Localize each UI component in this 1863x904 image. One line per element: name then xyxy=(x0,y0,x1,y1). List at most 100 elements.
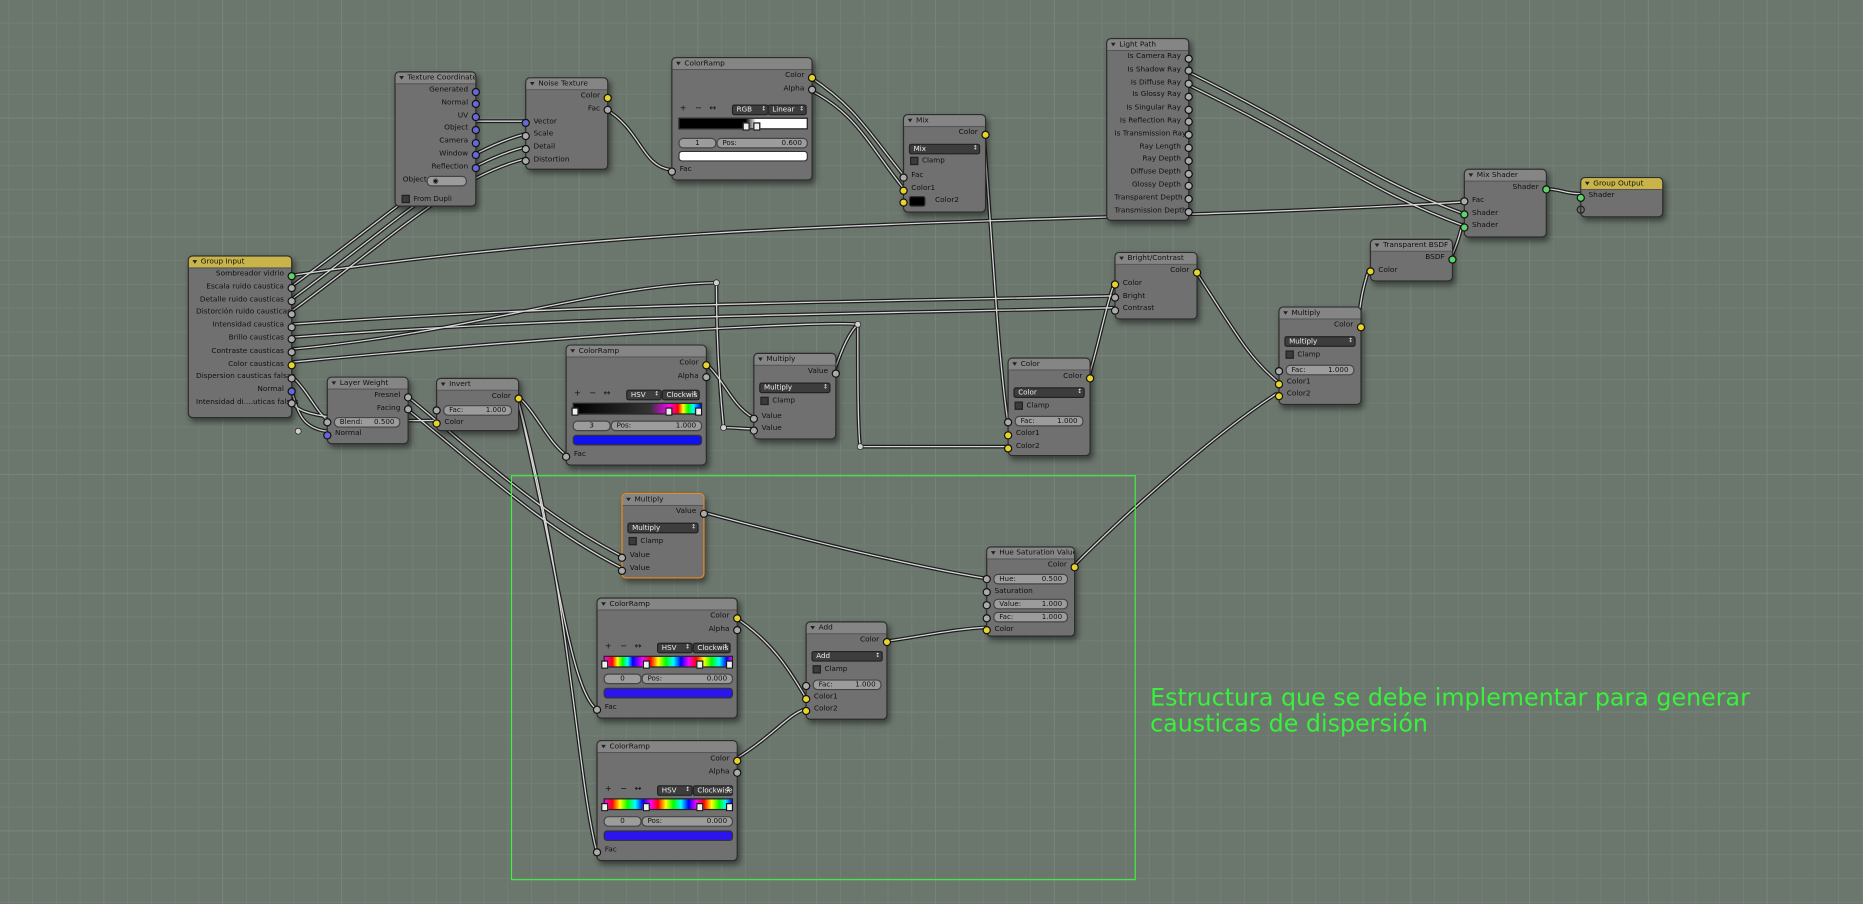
socket[interactable] xyxy=(1184,156,1193,165)
node-title[interactable]: ColorRamp xyxy=(597,598,737,611)
socket[interactable] xyxy=(403,392,413,401)
color-mode-dropdown[interactable]: HSV xyxy=(657,642,693,654)
colorramp-node-1[interactable]: ColorRamp Color Alpha + − ↔ RGB Linear 1… xyxy=(667,57,817,181)
socket[interactable] xyxy=(617,566,627,575)
texture-coordinate-node[interactable]: Texture Coordinate Generated Normal UV O… xyxy=(394,71,480,207)
socket[interactable] xyxy=(1356,322,1366,331)
add-stop-button[interactable]: + xyxy=(679,103,687,113)
node-title[interactable]: ColorRamp xyxy=(672,58,812,71)
socket[interactable] xyxy=(1460,210,1469,219)
socket[interactable] xyxy=(807,85,817,95)
color-mode-dropdown[interactable]: RGB xyxy=(731,104,769,116)
stop-color-swatch[interactable] xyxy=(603,830,734,842)
blend-field[interactable]: Blend:0.500 xyxy=(333,416,401,428)
remove-stop-button[interactable]: − xyxy=(589,388,597,398)
node-title[interactable]: Mix Shader xyxy=(1464,169,1546,182)
clamp-checkbox[interactable]: Clamp xyxy=(760,396,795,406)
interpolation-dropdown[interactable]: Clockwis xyxy=(661,389,700,401)
add-stop-button[interactable]: + xyxy=(604,641,612,651)
socket[interactable] xyxy=(323,431,332,440)
socket[interactable] xyxy=(561,451,571,461)
socket[interactable] xyxy=(287,348,296,357)
socket[interactable] xyxy=(521,131,530,141)
socket[interactable] xyxy=(1184,105,1193,114)
bright-contrast-node[interactable]: Bright/Contrast Color Color Bright Contr… xyxy=(1110,251,1202,320)
node-title[interactable]: Group Input xyxy=(188,256,292,269)
socket[interactable] xyxy=(1576,193,1585,202)
socket[interactable] xyxy=(702,373,711,382)
socket[interactable] xyxy=(801,694,811,703)
group-output-node[interactable]: Group Output Shader xyxy=(1576,176,1664,218)
node-title[interactable]: Bright/Contrast xyxy=(1115,253,1197,265)
socket[interactable] xyxy=(592,847,602,856)
socket[interactable] xyxy=(1274,379,1284,388)
node-title[interactable]: Invert xyxy=(437,378,519,391)
stop-index-field[interactable]: 1 xyxy=(678,137,717,149)
ramp-stop-marker[interactable] xyxy=(665,407,673,416)
socket[interactable] xyxy=(982,575,991,584)
socket[interactable] xyxy=(287,271,296,280)
hue-field[interactable]: Hue:0.500 xyxy=(993,573,1069,585)
socket[interactable] xyxy=(521,144,530,153)
node-title[interactable]: Mix xyxy=(904,115,985,128)
socket[interactable] xyxy=(287,309,296,319)
node-title[interactable]: ColorRamp xyxy=(597,741,737,754)
clamp-checkbox[interactable]: Clamp xyxy=(1014,401,1049,410)
socket[interactable] xyxy=(592,705,602,714)
socket[interactable] xyxy=(471,125,480,135)
node-title[interactable]: Add xyxy=(806,622,887,635)
node-title[interactable]: Multiply xyxy=(754,353,836,366)
multiply-math-node-1[interactable]: Multiply Value Multiply Clamp Value Valu… xyxy=(749,352,840,440)
socket[interactable] xyxy=(1003,417,1013,426)
socket[interactable] xyxy=(1184,118,1193,127)
blend-mode-dropdown[interactable]: Color xyxy=(1013,387,1085,398)
socket[interactable] xyxy=(1274,366,1284,375)
ramp-stop-marker[interactable] xyxy=(601,803,609,812)
socket[interactable] xyxy=(899,185,908,195)
stop-index-field[interactable]: 0 xyxy=(603,673,642,685)
socket[interactable] xyxy=(733,613,742,622)
ramp-stop-marker[interactable] xyxy=(601,660,609,669)
hue-saturation-value-node[interactable]: Hue Saturation Value Color Hue:0.500 Sat… xyxy=(982,546,1079,637)
value-field[interactable]: Value:1.000 xyxy=(993,599,1069,610)
node-title[interactable]: Group Output xyxy=(1581,178,1663,191)
flip-ramp-button[interactable]: ↔ xyxy=(634,641,642,651)
socket[interactable] xyxy=(1184,182,1193,191)
transparent-bsdf-node[interactable]: Transparent BSDF BSDF Color xyxy=(1366,238,1457,282)
ramp-stop-marker[interactable] xyxy=(742,122,750,131)
socket[interactable] xyxy=(982,613,991,623)
socket[interactable] xyxy=(702,360,711,369)
socket[interactable] xyxy=(1070,562,1079,571)
socket[interactable] xyxy=(1003,430,1013,439)
node-title[interactable]: Transparent BSDF xyxy=(1371,239,1452,252)
socket[interactable] xyxy=(1460,223,1469,232)
layer-weight-node[interactable]: Layer Weight Fresnel Facing Blend:0.500 … xyxy=(323,376,413,445)
socket[interactable] xyxy=(1448,254,1457,264)
socket[interactable] xyxy=(982,588,991,597)
invert-node[interactable]: Invert Color Fac:1.000 Color xyxy=(432,377,523,432)
socket[interactable] xyxy=(521,157,530,166)
socket[interactable] xyxy=(471,164,480,173)
stop-color-swatch[interactable] xyxy=(678,150,808,162)
operation-dropdown[interactable]: Multiply xyxy=(759,382,831,394)
fac-field[interactable]: Fac:1.000 xyxy=(812,679,882,691)
socket[interactable] xyxy=(1192,267,1202,277)
blend-mode-dropdown[interactable]: Add xyxy=(811,650,883,662)
socket[interactable] xyxy=(603,106,612,115)
socket[interactable] xyxy=(287,374,296,383)
socket[interactable] xyxy=(882,637,892,646)
socket[interactable] xyxy=(981,130,990,139)
node-title[interactable]: Color xyxy=(1008,358,1090,371)
light-path-node[interactable]: Light Path Is Camera Ray Is Shadow Ray I… xyxy=(1106,38,1193,221)
stop-index-field[interactable]: 0 xyxy=(603,816,642,827)
ramp-stop-marker[interactable] xyxy=(696,803,704,812)
color-ramp-gradient[interactable] xyxy=(572,402,703,415)
node-title[interactable]: Layer Weight xyxy=(327,377,408,390)
stop-position-field[interactable]: Pos:0.000 xyxy=(641,673,734,685)
blend-mode-dropdown[interactable]: Multiply xyxy=(1284,336,1356,347)
ramp-stop-marker[interactable] xyxy=(571,407,579,416)
socket[interactable] xyxy=(287,361,296,370)
colorramp-node-3[interactable]: ColorRamp Color Alpha + − ↔ HSV Clockwis… xyxy=(592,597,742,719)
socket[interactable] xyxy=(733,626,742,635)
